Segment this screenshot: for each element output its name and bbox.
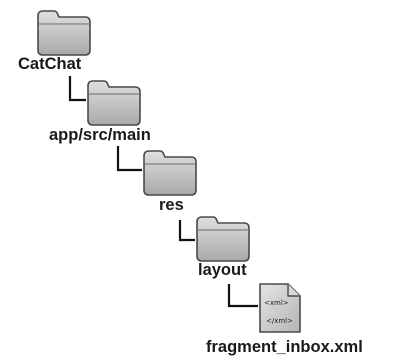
folder-label-catchat: CatChat (18, 55, 82, 73)
file-line: <xml> (264, 299, 289, 307)
folder-icon[interactable] (143, 150, 197, 196)
folder-icon[interactable] (87, 80, 141, 126)
xml-file-icon[interactable]: <xml> </xml> (259, 283, 301, 333)
connector-line (68, 76, 86, 102)
folder-icon[interactable] (196, 216, 250, 262)
folder-label-app-src-main: app/src/main (49, 126, 151, 144)
connector-line (116, 146, 142, 172)
folder-label-res: res (159, 196, 184, 214)
connector-line (227, 284, 258, 308)
file-line: </xml> (266, 317, 293, 325)
connector-line (178, 220, 195, 242)
folder-icon[interactable] (37, 10, 91, 56)
file-label-fragment-inbox: fragment_inbox.xml (206, 338, 363, 356)
folder-label-layout: layout (198, 261, 247, 279)
